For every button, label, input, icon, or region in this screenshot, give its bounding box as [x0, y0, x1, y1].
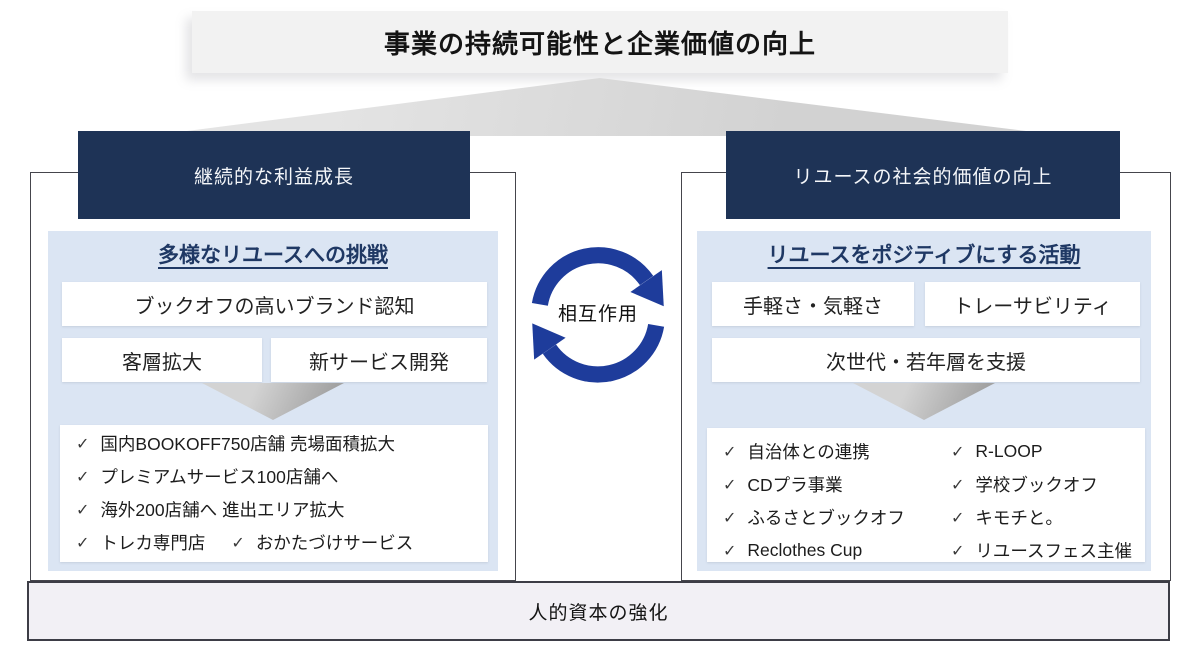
right-checklist: ✓ 自治体との連携 ✓ CDプラ事業 ✓ ふるさとブックオフ ✓ Recloth…	[707, 428, 1145, 562]
left-customer-box: 客層拡大	[62, 338, 262, 382]
check-icon: ✓	[951, 542, 965, 560]
list-item: ✓ R-LOOP	[951, 435, 1132, 468]
left-service-box: 新サービス開発	[271, 338, 487, 382]
list-item: ✓ リユースフェス主催	[951, 534, 1132, 567]
check-icon: ✓	[76, 501, 90, 519]
list-item-text: CDプラ事業	[747, 475, 843, 495]
human-capital-text: 人的資本の強化	[528, 602, 669, 624]
check-icon: ✓	[951, 509, 965, 527]
list-item: ✓ ふるさとブックオフ	[723, 501, 905, 534]
list-item: ✓ 海外200店舗へ 進出エリア拡大	[76, 493, 488, 526]
list-item-text: トレカ専門店	[100, 533, 206, 553]
list-item-text: R-LOOP	[975, 441, 1043, 461]
cycle-arrows-icon	[531, 247, 665, 383]
check-icon: ✓	[231, 534, 245, 552]
right-checklist-col2: ✓ R-LOOP ✓ 学校ブックオフ ✓ キモチと。 ✓ リユースフェス主催	[951, 435, 1132, 567]
down-arrow-icon	[202, 383, 344, 420]
right-panel-title: リユースをポジティブにする活動	[767, 244, 1081, 267]
right-checklist-col1: ✓ 自治体との連携 ✓ CDプラ事業 ✓ ふるさとブックオフ ✓ Recloth…	[723, 435, 905, 567]
list-item: ✓ Reclothes Cup	[723, 534, 905, 567]
check-icon: ✓	[951, 476, 965, 494]
goal-banner: 事業の持続可能性と企業価値の向上	[192, 11, 1008, 73]
list-item-text: リユースフェス主催	[975, 541, 1133, 561]
check-icon: ✓	[723, 476, 737, 494]
list-item-text: 学校ブックオフ	[975, 475, 1098, 495]
right-support-box: 次世代・若年層を支援	[712, 338, 1140, 382]
list-item-text: おかたづけサービス	[255, 533, 414, 553]
left-panel: 多様なリユースへの挑戦 ブックオフの高いブランド認知 客層拡大 新サービス開発 …	[48, 231, 498, 571]
list-item-text: ふるさとブックオフ	[747, 508, 905, 528]
interaction-cycle: 相互作用	[517, 231, 679, 393]
check-icon: ✓	[76, 468, 90, 486]
check-icon: ✓	[951, 443, 965, 461]
list-item-text: 国内BOOKOFF750店舗 売場面積拡大	[100, 434, 396, 454]
check-icon: ✓	[723, 542, 737, 560]
list-item-text: プレミアムサービス100店舗へ	[100, 467, 339, 487]
list-item: ✓ トレカ専門店 ✓ おかたづけサービス	[76, 526, 488, 559]
left-section-header-text: 継続的な利益成長	[193, 166, 354, 188]
list-item-text: 自治体との連携	[747, 442, 870, 462]
right-traceability-box: トレーサビリティ	[925, 282, 1140, 326]
check-icon: ✓	[76, 534, 90, 552]
check-icon: ✓	[76, 435, 90, 453]
right-ease-box: 手軽さ・気軽さ	[712, 282, 914, 326]
left-panel-title: 多様なリユースへの挑戦	[158, 244, 388, 267]
list-item: ✓ 自治体との連携	[723, 435, 905, 468]
left-brand-box: ブックオフの高いブランド認知	[62, 282, 487, 326]
right-section-header-text: リユースの社会的価値の向上	[793, 166, 1053, 188]
list-item: ✓ キモチと。	[951, 501, 1132, 534]
list-item-text: キモチと。	[975, 508, 1063, 528]
human-capital-bar: 人的資本の強化	[27, 581, 1170, 641]
list-item-text: Reclothes Cup	[747, 540, 863, 560]
interaction-label: 相互作用	[557, 303, 638, 325]
check-icon: ✓	[723, 509, 737, 527]
list-item: ✓ 国内BOOKOFF750店舗 売場面積拡大	[76, 427, 488, 460]
check-icon: ✓	[723, 443, 737, 461]
down-arrow-icon	[853, 383, 995, 420]
left-section-header: 継続的な利益成長	[78, 131, 470, 219]
list-item: ✓ プレミアムサービス100店舗へ	[76, 460, 488, 493]
list-item: ✓ 学校ブックオフ	[951, 468, 1132, 501]
list-item: ✓ CDプラ事業	[723, 468, 905, 501]
left-checklist: ✓ 国内BOOKOFF750店舗 売場面積拡大 ✓ プレミアムサービス100店舗…	[60, 425, 488, 562]
goal-banner-text: 事業の持続可能性と企業価値の向上	[383, 28, 816, 59]
right-section-header: リユースの社会的価値の向上	[726, 131, 1120, 219]
list-item-text: 海外200店舗へ 進出エリア拡大	[100, 500, 345, 520]
right-panel: リユースをポジティブにする活動 手軽さ・気軽さ トレーサビリティ 次世代・若年層…	[697, 231, 1151, 571]
funnel-triangle	[148, 78, 1066, 136]
